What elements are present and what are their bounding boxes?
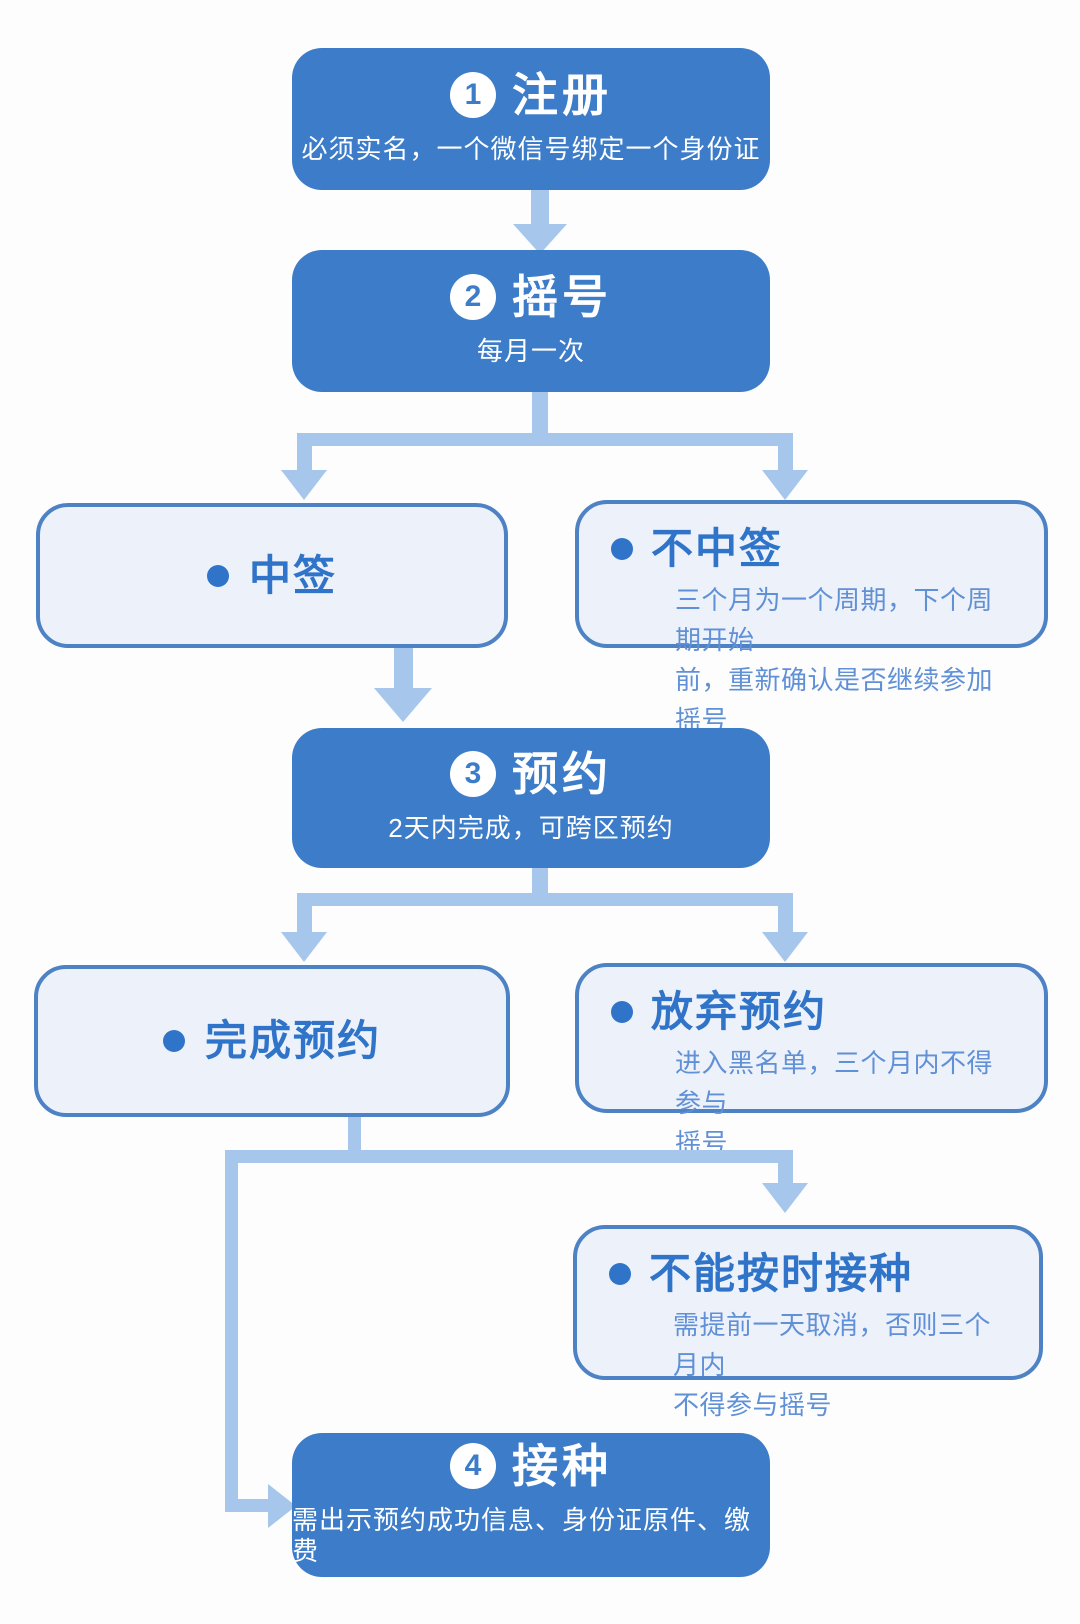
outcome-miss-node: 不能按时接种 需提前一天取消，否则三个月内 不得参与摇号: [573, 1225, 1043, 1420]
bullet-dot-icon: [206, 564, 229, 587]
arrow-down-icon: [762, 1183, 808, 1213]
step-number-badge: 1: [450, 72, 496, 119]
step-register-node: 1 注册 必须实名，一个微信号绑定一个身份证: [292, 48, 770, 190]
step-reserve-node: 3 预约 2天内完成，可跨区预约: [292, 728, 770, 868]
connector-lottery-split-bar: [297, 433, 793, 446]
bullet-dot-icon: [609, 1263, 631, 1285]
connector-lottery-win-arm: [297, 446, 312, 470]
connector-vaccinate-vline: [225, 1150, 238, 1512]
outcome-lose-node: 不中签 三个月为一个周期，下个周期开始 前，重新确认是否继续参加摇号: [575, 500, 1048, 735]
outcome-win-node: 中签: [36, 503, 508, 648]
step-register-subtitle: 必须实名，一个微信号绑定一个身份证: [301, 134, 761, 165]
outcome-win-title: 中签: [248, 551, 337, 599]
connector-complete-stub: [348, 1117, 361, 1150]
arrow-down-icon: [762, 932, 808, 962]
outcome-abandon-title: 放弃预约: [651, 988, 828, 1035]
step-number-badge: 2: [450, 274, 496, 321]
step-register-title-row: 1 注册: [450, 69, 612, 122]
bullet-dot-icon: [611, 538, 633, 560]
step-lottery-node: 2 摇号 每月一次: [292, 250, 770, 392]
connector-lottery-split-stem: [532, 392, 548, 433]
connector-reserve-split-stem: [532, 868, 548, 893]
arrow-right-icon: [268, 1484, 296, 1528]
arrow-down-icon: [762, 470, 808, 500]
step-reserve-title: 预约: [512, 748, 612, 801]
step-vaccinate-title-row: 4 接种: [450, 1439, 612, 1492]
outcome-abandon-body: 进入黑名单，三个月内不得参与 摇号: [675, 1048, 994, 1158]
bullet-dot-icon: [162, 1030, 185, 1052]
step-register-title: 注册: [512, 69, 612, 122]
connector-reserve-complete-arm: [297, 906, 312, 932]
outcome-lose-title: 不中签: [651, 525, 784, 572]
step-lottery-title-row: 2 摇号: [450, 271, 612, 324]
step-lottery-title: 摇号: [512, 271, 612, 324]
arrow-down-icon: [281, 932, 327, 962]
outcome-miss-title: 不能按时接种: [649, 1250, 914, 1297]
connector-complete-split-bar: [225, 1150, 793, 1163]
outcome-lose-heading-row: 不中签: [611, 528, 1018, 570]
step-number-badge: 4: [450, 1442, 496, 1489]
outcome-complete-title: 完成预约: [204, 1017, 381, 1064]
arrow-down-icon: [513, 224, 567, 254]
connector-vaccinate-arm: [225, 1499, 268, 1512]
step-vaccinate-title: 接种: [512, 1439, 612, 1492]
step-reserve-subtitle: 2天内完成，可跨区预约: [388, 813, 674, 844]
connector-reserve-split-bar: [297, 893, 793, 906]
step-number-badge: 3: [450, 751, 496, 798]
bullet-dot-icon: [611, 1001, 633, 1023]
step-lottery-subtitle: 每月一次: [476, 336, 585, 367]
outcome-abandon-node: 放弃预约 进入黑名单，三个月内不得参与 摇号: [575, 963, 1048, 1158]
step-vaccinate-node: 4 接种 需出示预约成功信息、身份证原件、缴费: [292, 1433, 770, 1577]
step-reserve-title-row: 3 预约: [450, 748, 612, 801]
outcome-miss-body: 需提前一天取消，否则三个月内 不得参与摇号: [673, 1310, 992, 1420]
step-vaccinate-subtitle: 需出示预约成功信息、身份证原件、缴费: [292, 1504, 752, 1566]
arrow-down-icon: [281, 470, 327, 500]
connector-reserve-abandon-arm: [778, 906, 793, 932]
connector-register-lottery-stem: [531, 190, 549, 224]
connector-win-reserve-stem: [394, 648, 413, 688]
outcome-miss-heading-row: 不能按时接种: [609, 1253, 1013, 1295]
outcome-lose-body: 三个月为一个周期，下个周期开始 前，重新确认是否继续参加摇号: [675, 585, 994, 735]
outcome-complete-node: 完成预约: [34, 965, 510, 1117]
arrow-down-icon: [374, 688, 432, 722]
connector-miss-arm: [778, 1163, 793, 1183]
connector-lottery-lose-arm: [778, 446, 793, 470]
outcome-abandon-heading-row: 放弃预约: [611, 991, 1018, 1033]
